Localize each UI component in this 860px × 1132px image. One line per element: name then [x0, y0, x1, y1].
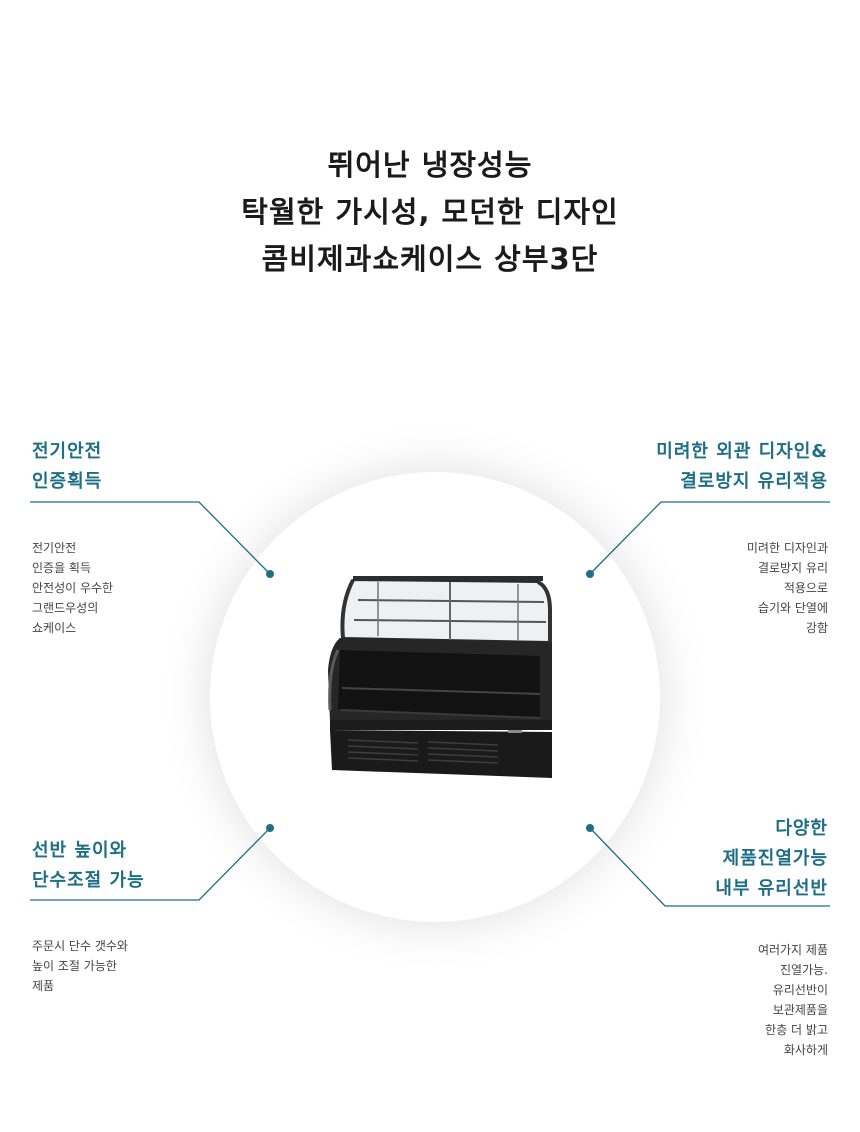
feature-desc-bottom-left: 주문시 단수 갯수와 높이 조절 가능한 제품 [32, 936, 128, 996]
feature-title-line: 결로방지 유리적용 [680, 471, 828, 492]
feature-desc-line: 제품 [32, 979, 55, 993]
feature-desc-line: 유리선반이 [772, 983, 828, 997]
feature-title-line: 전기안전 [32, 441, 103, 462]
connector-dot [586, 570, 594, 578]
feature-title-line: 다양한 [775, 818, 828, 839]
feature-desc-bottom-right: 여러가지 제품 진열가능. 유리선반이 보관제품을 한층 더 밝고 화사하게 [758, 940, 828, 1060]
feature-title-line: 내부 유리선반 [715, 878, 828, 899]
feature-desc-line: 인증을 획득 [32, 561, 92, 575]
feature-desc-top-right: 미려한 디자인과 결로방지 유리 적용으로 습기와 단열에 강함 [747, 538, 828, 638]
feature-desc-line: 미려한 디자인과 [746, 541, 828, 555]
feature-title-top-left: 전기안전 인증획득 [32, 437, 102, 497]
feature-desc-line: 높이 조절 가능한 [32, 959, 117, 973]
connector-dot [266, 824, 274, 832]
connector-dot [586, 824, 594, 832]
feature-title-line: 인증획득 [32, 471, 103, 492]
feature-title-line: 제품진열가능 [722, 848, 828, 869]
feature-desc-line: 안전성이 우수한 [32, 581, 114, 595]
headline-line: 뛰어난 냉장성능 [327, 148, 533, 182]
connector-dot [266, 570, 274, 578]
feature-title-line: 선반 높이와 [32, 840, 128, 861]
feature-desc-line: 여러가지 제품 [757, 943, 828, 957]
feature-desc-line: 화사하게 [783, 1043, 828, 1057]
feature-desc-line: 진열가능. [780, 963, 828, 977]
feature-desc-line: 적용으로 [783, 581, 828, 595]
feature-title-bottom-right: 다양한 제품진열가능 내부 유리선반 [715, 814, 828, 904]
feature-desc-line: 강함 [805, 621, 828, 635]
feature-title-line: 미려한 외관 디자인& [656, 441, 828, 462]
feature-desc-line: 보관제품을 [772, 1003, 828, 1017]
feature-desc-line: 주문시 단수 갯수와 [32, 939, 128, 953]
headline-line: 콤비제과쇼케이스 상부3단 [261, 242, 599, 276]
feature-title-line: 단수조절 가능 [32, 870, 145, 891]
feature-desc-line: 그랜드우성의 [32, 601, 99, 615]
feature-title-bottom-left: 선반 높이와 단수조절 가능 [32, 836, 145, 896]
feature-desc-line: 결로방지 유리 [757, 561, 828, 575]
feature-desc-top-left: 전기안전 인증을 획득 안전성이 우수한 그랜드우성의 쇼케이스 [32, 538, 113, 638]
headline-line: 탁월한 가시성, 모던한 디자인 [241, 195, 619, 229]
feature-title-top-right: 미려한 외관 디자인& 결로방지 유리적용 [656, 437, 828, 497]
feature-desc-line: 습기와 단열에 [757, 601, 828, 615]
feature-desc-line: 쇼케이스 [32, 621, 77, 635]
feature-desc-line: 전기안전 [32, 541, 77, 555]
headline: 뛰어난 냉장성능 탁월한 가시성, 모던한 디자인 콤비제과쇼케이스 상부3단 [0, 142, 860, 283]
feature-desc-line: 한층 더 밝고 [765, 1023, 828, 1037]
display-showcase-image [328, 576, 552, 778]
